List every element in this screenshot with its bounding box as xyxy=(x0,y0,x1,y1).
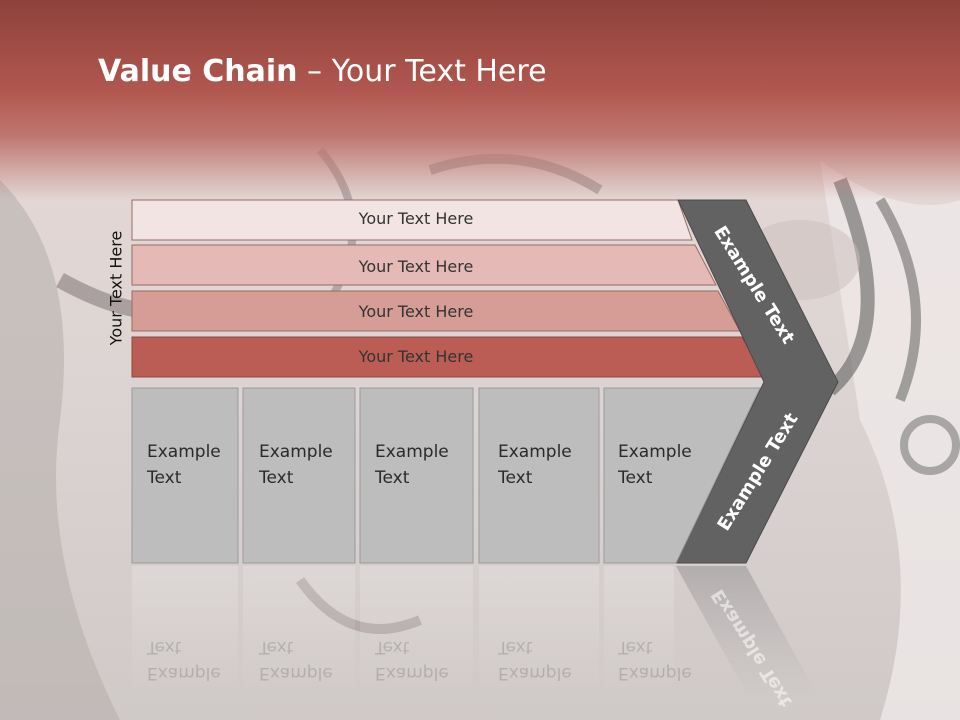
box-5 xyxy=(603,387,761,564)
box-4 xyxy=(478,387,600,564)
slide-title: Value Chain – Your Text Here xyxy=(98,54,547,89)
bar-3-label: Your Text Here xyxy=(358,302,474,321)
title-band xyxy=(0,0,960,200)
bar-4-label: Your Text Here xyxy=(358,347,474,366)
reflection xyxy=(132,566,820,700)
bar-1 xyxy=(131,199,693,241)
bar-1-label: Your Text Here xyxy=(358,209,474,228)
box-3 xyxy=(359,387,474,564)
title-rest: – Your Text Here xyxy=(297,54,547,89)
bar-2 xyxy=(131,244,717,286)
box-2 xyxy=(242,387,356,564)
box-1 xyxy=(131,387,239,564)
title-bold: Value Chain xyxy=(98,54,298,89)
chevron-shape xyxy=(675,199,839,564)
bar-2-label: Your Text Here xyxy=(358,257,474,276)
